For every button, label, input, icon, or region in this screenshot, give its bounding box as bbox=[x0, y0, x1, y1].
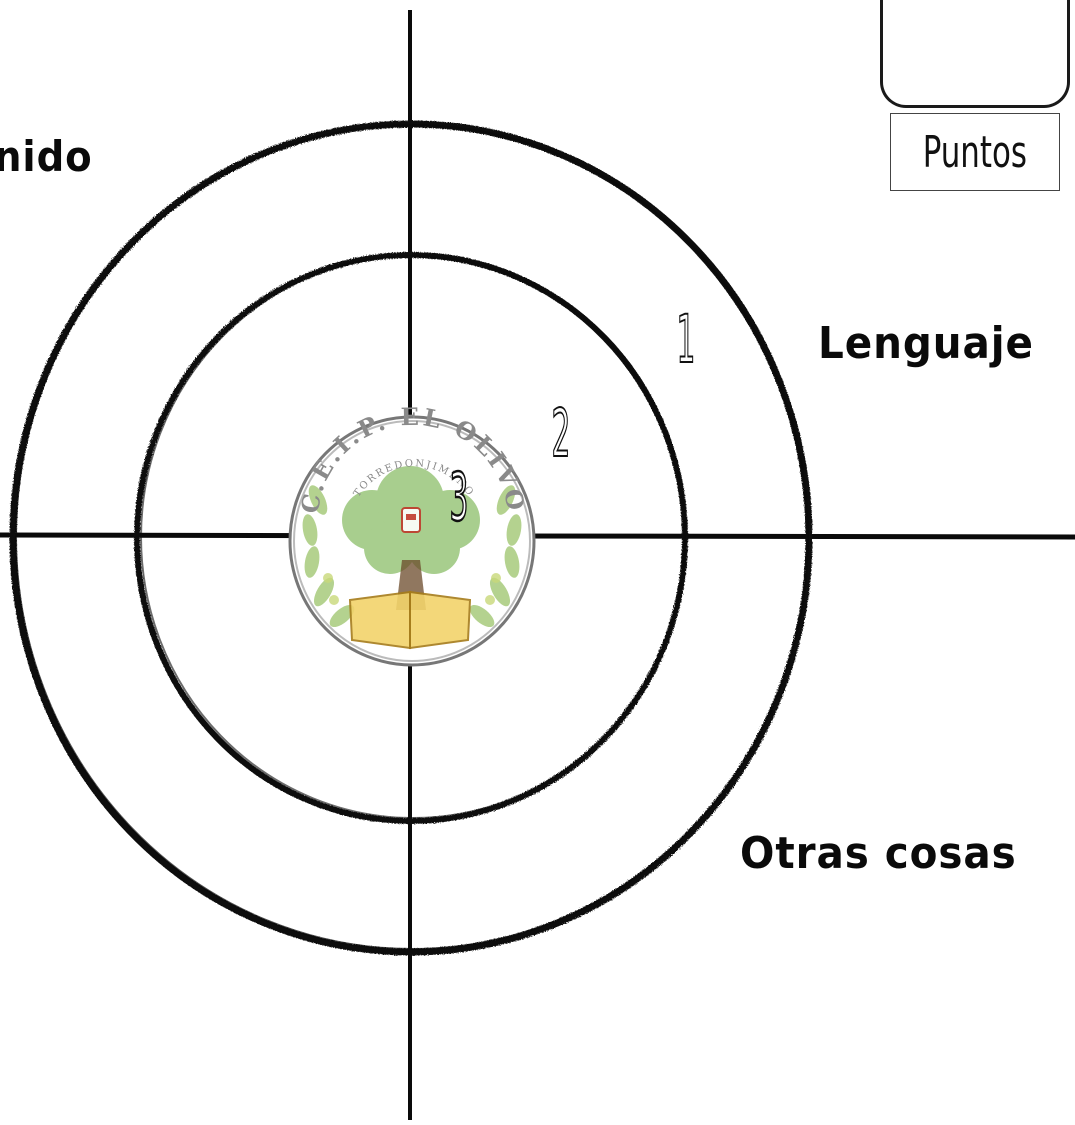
category-label-lenguaje: Lenguaje bbox=[818, 318, 1034, 369]
horizontal-axis bbox=[0, 535, 1075, 537]
puntos-label-box: Puntos bbox=[890, 113, 1060, 191]
puntos-label: Puntos bbox=[923, 127, 1027, 178]
ring-score-middle: 2 bbox=[552, 397, 571, 473]
school-logo: C.E.I.P. EL OLIVO TORREDONJIMENO bbox=[290, 402, 534, 665]
ring-score-outer: 1 bbox=[677, 303, 696, 379]
score-input-box[interactable] bbox=[880, 0, 1070, 108]
ring-score-inner: 3 bbox=[450, 461, 469, 537]
category-label-contenido: nido bbox=[0, 132, 93, 181]
category-label-otras-cosas: Otras cosas bbox=[740, 828, 1017, 879]
